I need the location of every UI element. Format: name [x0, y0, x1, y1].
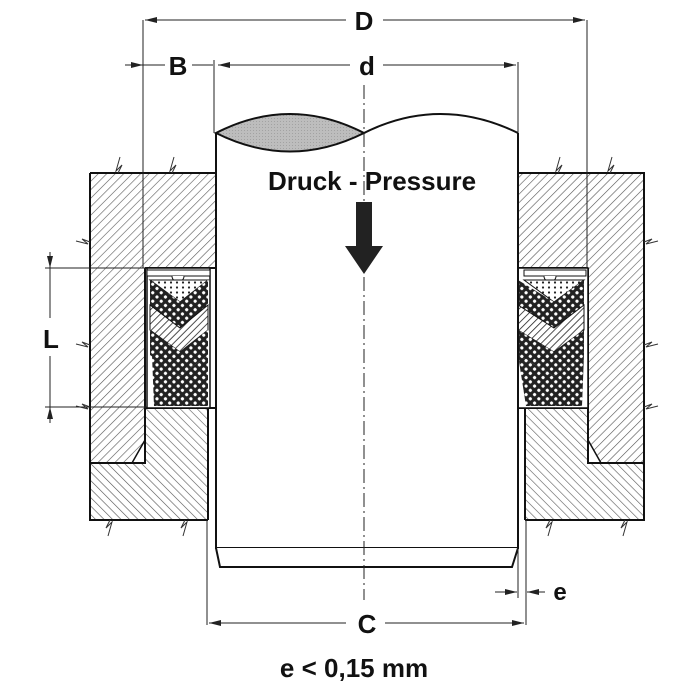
dimension-C: C: [206, 520, 527, 639]
label-d: d: [359, 51, 375, 81]
left-pressure-ring: [146, 269, 211, 277]
right-pressure-ring: [523, 269, 587, 277]
label-e: e: [553, 579, 566, 606]
left-follower: [90, 408, 208, 520]
left-upper-gland: [145, 173, 215, 268]
dimension-L: L: [43, 252, 147, 423]
shaft-chamfer: [215, 547, 519, 568]
left-support-ring: [152, 355, 208, 406]
label-C: C: [358, 609, 377, 639]
right-upper-gland: [518, 173, 588, 268]
pressure-arrow-icon: [345, 202, 383, 274]
pressure-label: Druck - Pressure: [268, 166, 476, 196]
label-D: D: [355, 6, 374, 36]
left-outer-housing: [90, 173, 145, 408]
dimension-e: e: [495, 548, 567, 606]
shaft: [213, 85, 519, 600]
dimension-d: d: [218, 51, 519, 133]
tolerance-note: e < 0,15 mm: [280, 653, 428, 683]
right-support-ring: [518, 355, 584, 406]
right-outer-housing: [588, 173, 644, 463]
left-outer-lower: [90, 408, 145, 463]
label-B: B: [169, 51, 188, 81]
right-v-ring-3: [518, 330, 584, 376]
right-v-ring-1: [518, 280, 584, 328]
dimension-D: D: [142, 6, 588, 268]
left-packing-set: [146, 267, 211, 409]
right-follower: [525, 408, 644, 520]
dimension-B: B: [125, 51, 215, 133]
right-packing-set: [517, 267, 589, 409]
label-L: L: [43, 324, 59, 354]
